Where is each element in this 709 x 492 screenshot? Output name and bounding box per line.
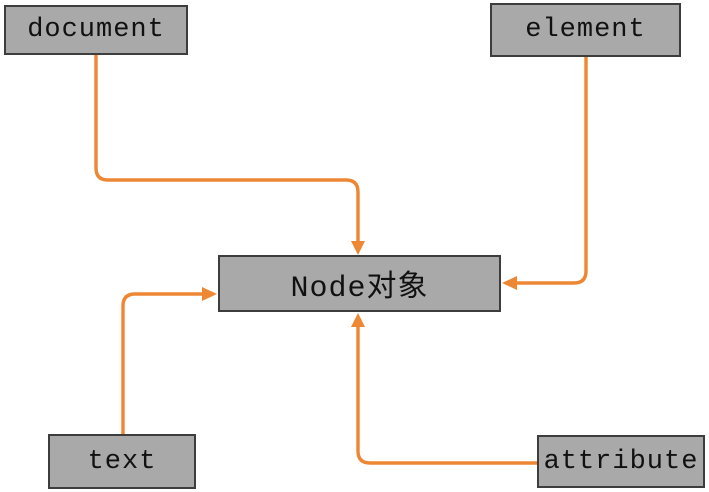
arrow-element-to-node <box>502 57 588 290</box>
arrow-text-to-node <box>121 287 217 434</box>
node-box-attribute: attribute <box>537 435 705 488</box>
node-label-document: document <box>27 15 165 45</box>
arrowhead-down-icon <box>351 241 365 255</box>
node-box-document: document <box>4 5 188 55</box>
node-box-element: element <box>490 3 681 57</box>
arrowhead-right-icon <box>202 287 217 301</box>
node-label-node-object: Node对象 <box>290 272 429 306</box>
node-box-node-object: Node对象 <box>218 255 501 312</box>
node-box-text: text <box>48 434 196 489</box>
node-label-element: element <box>525 15 646 45</box>
arrow-document-to-node <box>94 55 365 255</box>
arrowhead-up-icon <box>351 313 365 327</box>
arrowhead-left-icon <box>502 276 517 290</box>
node-label-attribute: attribute <box>543 446 699 477</box>
arrow-attribute-to-node <box>351 313 537 465</box>
node-label-text: text <box>87 446 157 477</box>
